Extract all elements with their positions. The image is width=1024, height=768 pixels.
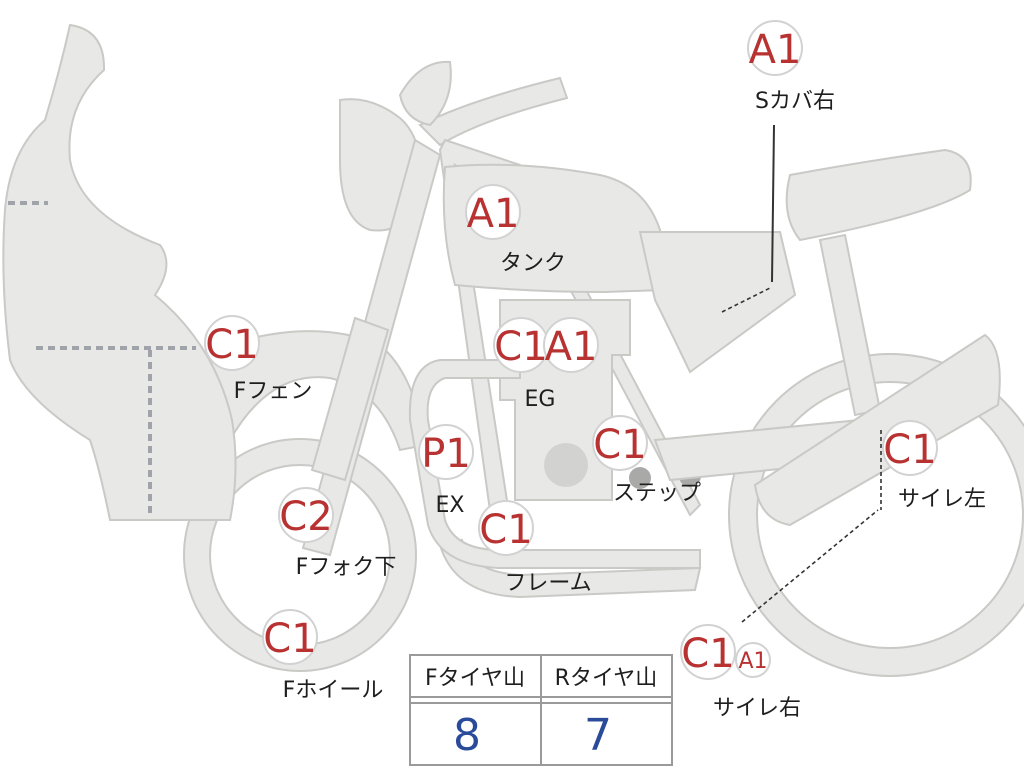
fairing-shape <box>2 23 237 521</box>
table-header-rear-tire: Rタイヤ山 <box>555 666 658 691</box>
grade-badge-secondary: A1 <box>545 324 598 370</box>
grade-badge: C1 <box>205 322 258 368</box>
part-silencer-right: C1 A1 サイレ右 <box>680 624 801 721</box>
part-label: Sカバ右 <box>755 89 835 114</box>
grade-badge: C1 <box>494 324 547 370</box>
part-label: ステップ <box>613 481 701 506</box>
part-tank: A1 タンク <box>465 184 566 276</box>
grade-badge: C1 <box>479 507 532 553</box>
part-front-fork-lower: C2 Fフォク下 <box>278 487 397 580</box>
part-silencer-left: C1 サイレ左 <box>882 420 986 512</box>
part-front-wheel: C1 Fホイール <box>262 609 384 703</box>
part-label: Fホイール <box>283 678 384 703</box>
table-header-front-tire: Fタイヤ山 <box>425 666 525 691</box>
exhaust-shape <box>408 359 701 569</box>
grade-badge: C1 <box>681 631 734 677</box>
tire-tread-table: Fタイヤ山 Rタイヤ山 8 7 <box>409 654 673 766</box>
side-cover-shape <box>638 231 797 374</box>
part-step: C1 ステップ <box>592 415 701 506</box>
grade-badge: C1 <box>593 422 646 468</box>
part-label: EG <box>525 387 556 412</box>
part-engine: C1 A1 EG <box>493 317 599 412</box>
part-label: タンク <box>500 251 566 276</box>
part-label: EX <box>436 493 465 518</box>
table-value-front-tire: 8 <box>453 710 481 761</box>
part-label: フレーム <box>504 571 591 596</box>
silencer-left-shape <box>753 333 1001 527</box>
seat-shape <box>785 148 972 242</box>
grade-badge: P1 <box>421 431 471 477</box>
rear-wheel-shape <box>729 354 1024 676</box>
grade-badge: C2 <box>279 494 332 540</box>
table-value-rear-tire: 7 <box>584 710 612 761</box>
grade-badge: C1 <box>263 616 316 662</box>
part-front-fender: C1 Fフェン <box>204 315 313 404</box>
part-label: Fフェン <box>234 379 313 404</box>
part-exhaust: P1 EX <box>418 424 474 518</box>
part-label: サイレ右 <box>713 696 801 721</box>
part-label: Fフォク下 <box>296 555 397 580</box>
grade-badge-small: A1 <box>738 649 767 674</box>
grade-badge: C1 <box>883 427 936 473</box>
grade-badge: A1 <box>467 191 520 237</box>
part-sidecover-right: A1 Sカバ右 <box>747 20 835 114</box>
grade-badge: A1 <box>749 27 802 73</box>
part-label: サイレ左 <box>898 487 986 512</box>
part-frame: C1 フレーム <box>478 500 592 596</box>
